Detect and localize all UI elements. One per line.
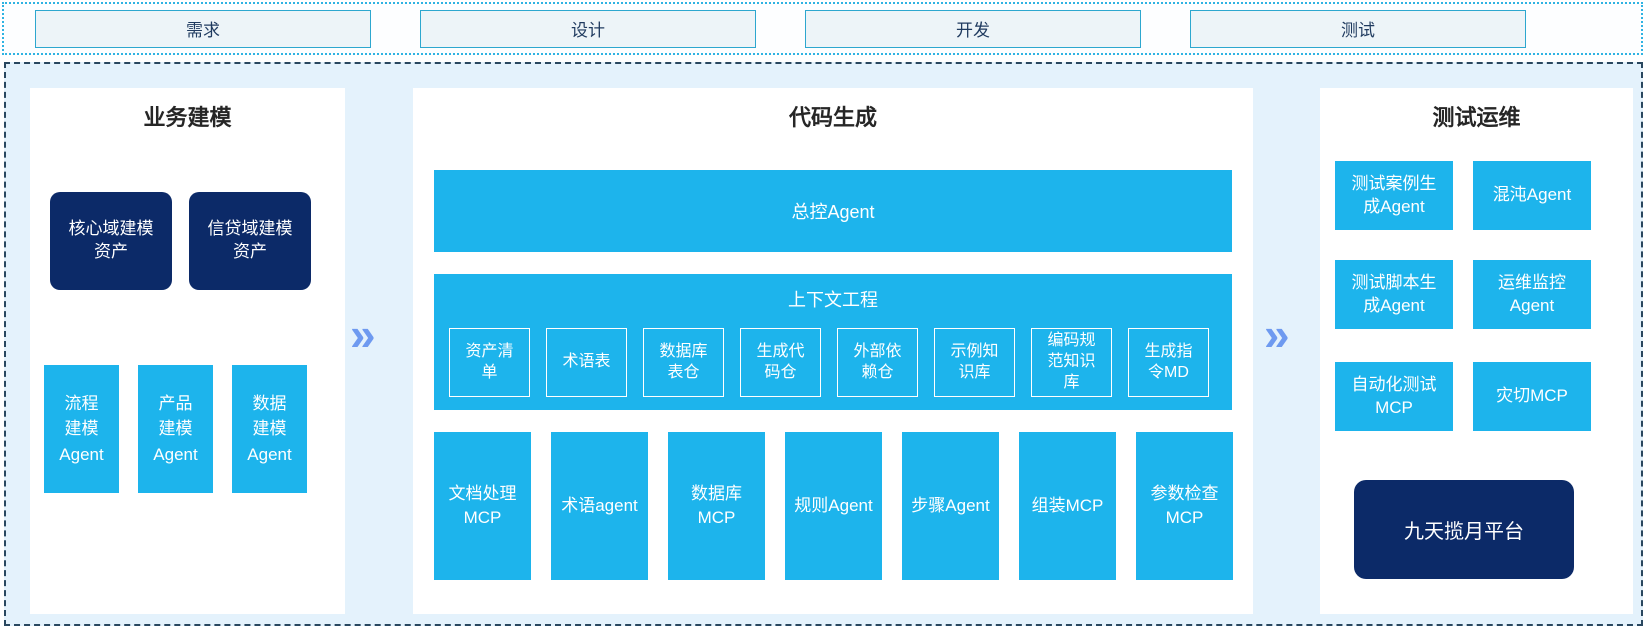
- box-rules-agent: 规则Agent: [785, 432, 882, 580]
- box-automated-testing-mcp: 自动化测试 MCP: [1335, 362, 1453, 431]
- box-generation-instruction-md: 生成指 令MD: [1128, 328, 1209, 397]
- box-example-knowledge-base: 示例知 识库: [934, 328, 1015, 397]
- box-disaster-switch-mcp: 灾切MCP: [1473, 362, 1591, 431]
- box-ops-monitoring-agent: 运维监控 Agent: [1473, 260, 1591, 329]
- box-data-modeling-agent: 数据 建模 Agent: [232, 365, 307, 493]
- phase-box-requirements: 需求: [35, 9, 371, 48]
- box-generated-code-repo: 生成代 码仓: [740, 328, 821, 397]
- main-container: 业务建模 核心域建模 资产 信贷域建模 资产 流程 建模 Agent 产品 建模…: [4, 62, 1643, 626]
- modeling-asset-row: 核心域建模 资产 信贷域建模 资产: [30, 192, 345, 290]
- modeling-agent-row: 流程 建模 Agent 产品 建模 Agent 数据 建模 Agent: [30, 365, 345, 493]
- panel-test-operations: 测试运维 测试案例生 成Agent 混沌Agent 测试脚本生 成Agent 运…: [1320, 88, 1633, 614]
- box-document-processing-mcp: 文档处理 MCP: [434, 432, 531, 580]
- flow-arrow-icon: »: [350, 308, 376, 360]
- context-engineering-panel: 上下文工程 资产清 单 术语表 数据库 表仓 生成代 码仓 外部依 赖仓 示例知…: [434, 274, 1232, 410]
- panel-title-test-operations: 测试运维: [1432, 105, 1521, 130]
- box-master-control-agent: 总控Agent: [434, 170, 1232, 252]
- box-step-agent: 步骤Agent: [902, 432, 999, 580]
- box-product-modeling-agent: 产品 建模 Agent: [138, 365, 213, 493]
- phase-box-design: 设计: [420, 9, 756, 48]
- box-terminology-agent: 术语agent: [551, 432, 648, 580]
- panel-business-modeling: 业务建模 核心域建模 资产 信贷域建模 资产 流程 建模 Agent 产品 建模…: [30, 88, 345, 614]
- box-test-script-generation-agent: 测试脚本生 成Agent: [1335, 260, 1453, 329]
- box-database-table-repo: 数据库 表仓: [643, 328, 724, 397]
- box-asset-list: 资产清 单: [449, 328, 530, 397]
- panel-title-code-generation: 代码生成: [788, 105, 877, 130]
- phase-box-testing: 测试: [1190, 9, 1526, 48]
- box-jiutian-lanyue-platform: 九天揽月平台: [1354, 480, 1574, 579]
- phase-box-development: 开发: [805, 9, 1141, 48]
- test-ops-row-3: 自动化测试 MCP 灾切MCP: [1335, 362, 1591, 431]
- code-gen-tools-row: 文档处理 MCP 术语agent 数据库 MCP 规则Agent 步骤Agent…: [434, 432, 1253, 580]
- context-items-row: 资产清 单 术语表 数据库 表仓 生成代 码仓 外部依 赖仓 示例知 识库 编码…: [449, 328, 1209, 397]
- test-ops-row-2: 测试脚本生 成Agent 运维监控 Agent: [1335, 260, 1591, 329]
- box-test-case-generation-agent: 测试案例生 成Agent: [1335, 161, 1453, 230]
- box-parameter-check-mcp: 参数检查 MCP: [1136, 432, 1233, 580]
- box-database-mcp: 数据库 MCP: [668, 432, 765, 580]
- flow-arrow-icon: »: [1264, 308, 1290, 360]
- panel-code-generation: 代码生成 总控Agent 上下文工程 资产清 单 术语表 数据库 表仓 生成代 …: [413, 88, 1253, 614]
- panel-title-business-modeling: 业务建模: [143, 105, 232, 130]
- phase-strip: 需求 设计 开发 测试: [2, 2, 1643, 55]
- test-ops-row-1: 测试案例生 成Agent 混沌Agent: [1335, 161, 1591, 230]
- box-process-modeling-agent: 流程 建模 Agent: [44, 365, 119, 493]
- box-external-dependency-repo: 外部依 赖仓: [837, 328, 918, 397]
- context-engineering-title: 上下文工程: [788, 290, 878, 310]
- box-credit-domain-modeling-assets: 信贷域建模 资产: [189, 192, 311, 290]
- box-assembly-mcp: 组装MCP: [1019, 432, 1116, 580]
- box-chaos-agent: 混沌Agent: [1473, 161, 1591, 230]
- box-coding-standard-knowledge-base: 编码规 范知识 库: [1031, 328, 1112, 397]
- box-glossary: 术语表: [546, 328, 627, 397]
- box-core-domain-modeling-assets: 核心域建模 资产: [50, 192, 172, 290]
